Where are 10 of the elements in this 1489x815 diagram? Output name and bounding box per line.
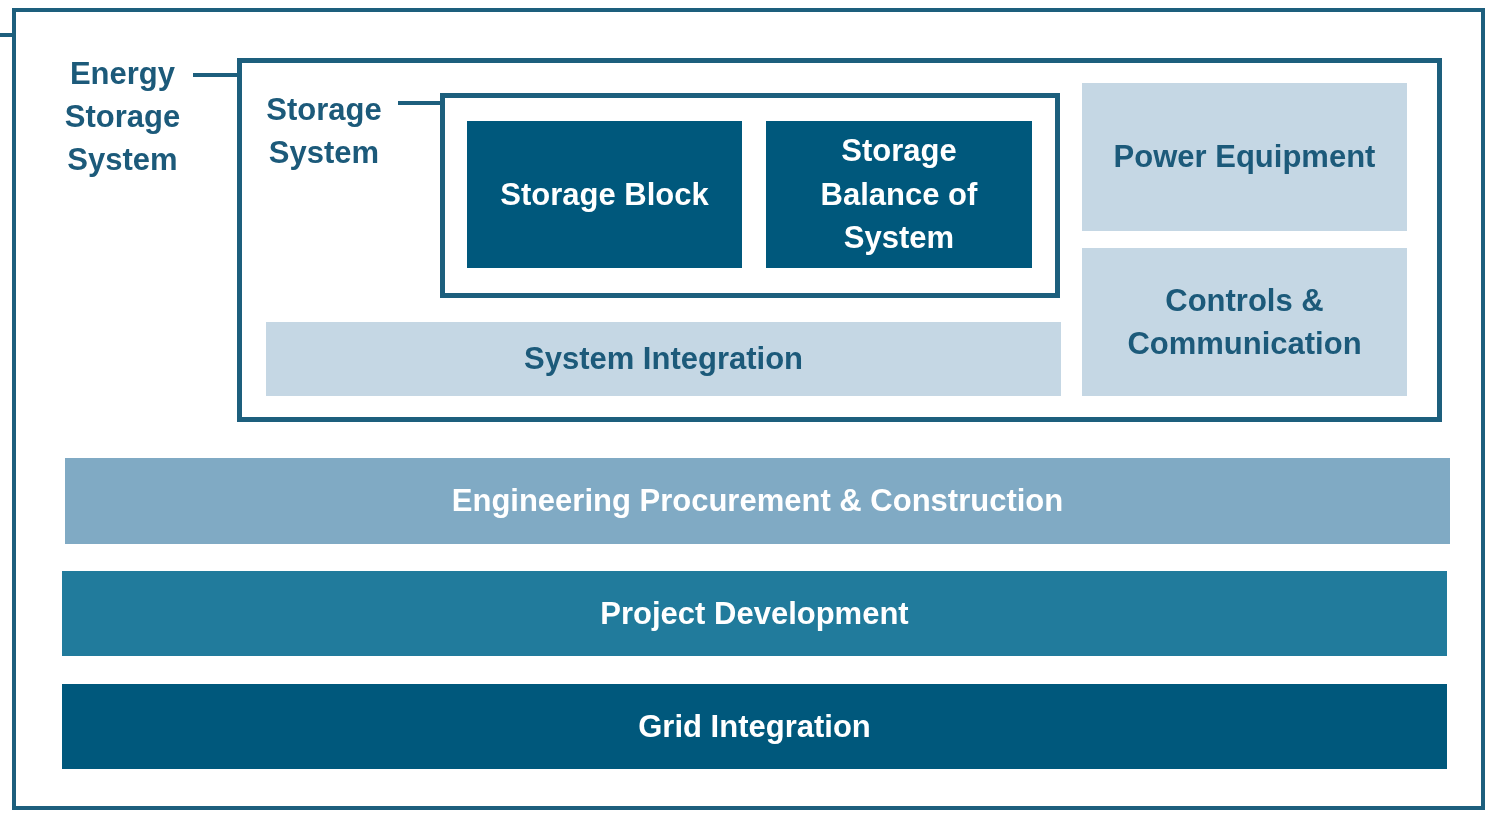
group-heading: Storage System [265,91,383,172]
component-block: Engineering Procurement & Construction [65,458,1450,544]
component-block: Storage Balance of System [766,121,1032,268]
component-block: Project Development [62,571,1447,656]
component-block: Controls & Communication [1082,248,1407,396]
component-block: Storage Block [467,121,742,268]
component-block: Power Equipment [1082,83,1407,231]
component-block: Grid Integration [62,684,1447,769]
component-block: System Integration [266,322,1061,396]
group-heading: Energy Storage System [63,55,182,179]
